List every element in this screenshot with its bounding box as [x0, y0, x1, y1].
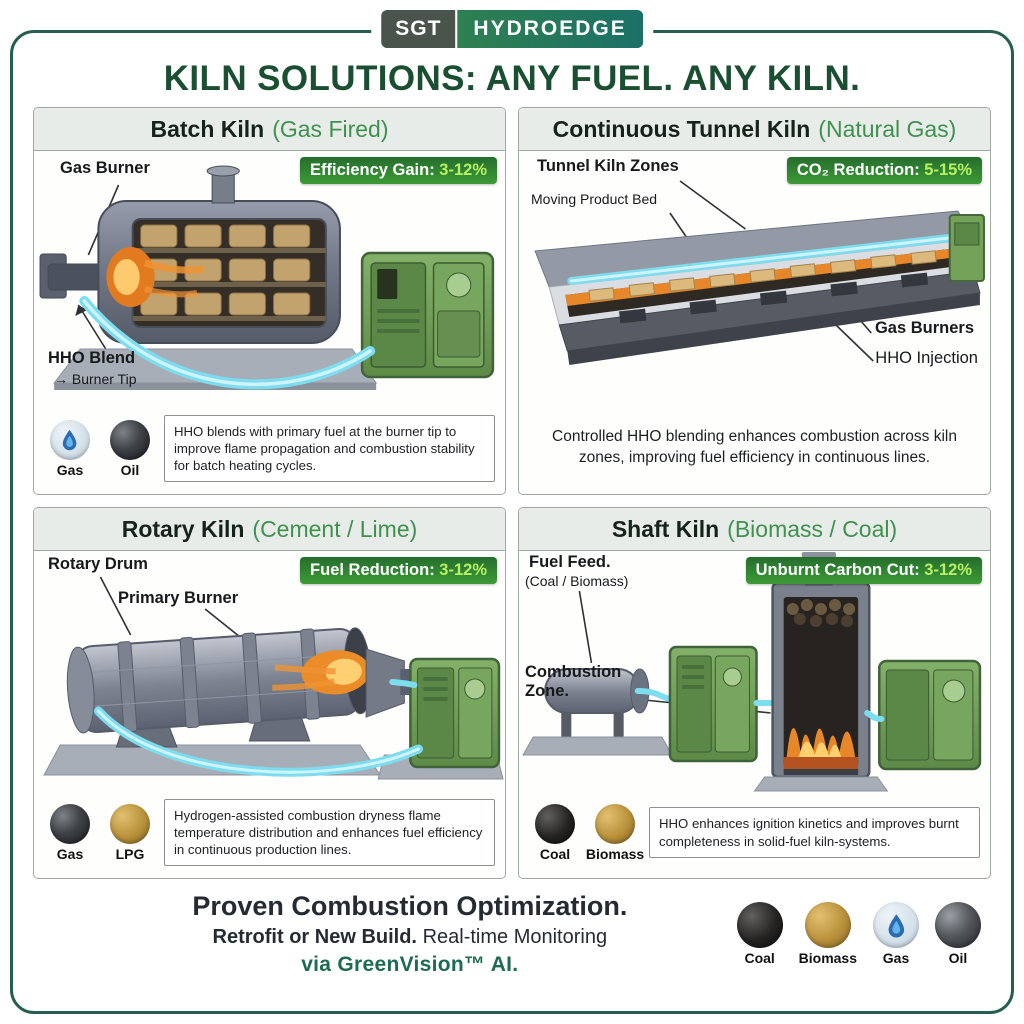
- biomass-icon: [595, 803, 635, 844]
- callout-hho-injection: HHO Injection: [875, 349, 978, 367]
- panel-tunnel-kiln: Continuous Tunnel Kiln (Natural Gas): [518, 107, 991, 495]
- callout-combustion-zone: Combustion Zone.: [525, 663, 622, 700]
- legend-label: Oil: [948, 950, 968, 966]
- badge-label: Unburnt Carbon Cut:: [755, 561, 920, 579]
- fuel-gas: Gas: [44, 419, 96, 478]
- co2-reduction-badge: CO₂ Reduction: 5-15%: [786, 157, 982, 184]
- footer: Proven Combustion Optimization. Retrofit…: [83, 891, 985, 977]
- fuel-label: Gas: [56, 461, 84, 478]
- page-title: KILN SOLUTIONS: ANY FUEL. ANY KILN.: [163, 59, 861, 98]
- shaft-panel-header: Shaft Kiln (Biomass / Coal): [519, 508, 990, 551]
- fuel-coal: Coal: [529, 803, 581, 862]
- callout-gas-burners: Gas Burners: [874, 319, 974, 337]
- oil-icon: [935, 902, 981, 948]
- shaft-illustration-area: Unburnt Carbon Cut: 3-12% Fuel Feed. (Co…: [519, 551, 990, 793]
- shaft-panel-title: Shaft Kiln: [611, 515, 720, 542]
- footer-line3: via GreenVision™ AI.: [301, 953, 519, 976]
- batch-kiln-illustration: [39, 165, 495, 390]
- callout-gas-burner: Gas Burner: [60, 159, 150, 177]
- callout-rotary-drum: Rotary Drum: [48, 555, 148, 573]
- badge-value: 5-15%: [924, 161, 972, 179]
- rotary-illustration-area: Fuel Reduction: 3-12% Rotary Drum Primar…: [34, 551, 505, 793]
- tunnel-kiln-illustration: [534, 180, 985, 365]
- gas-icon: [50, 803, 90, 844]
- poster-frame: KILN SOLUTIONS: ANY FUEL. ANY KILN. Batc…: [10, 30, 1014, 1014]
- brand-logo: SGT HYDROEDGE: [371, 10, 653, 48]
- legend-label: Gas: [882, 950, 910, 966]
- panel-batch-kiln: Batch Kiln (Gas Fired): [33, 107, 506, 495]
- callout-hho-blend: HHO Blend: [48, 349, 136, 367]
- fuel-oil: Oil: [104, 419, 156, 478]
- tunnel-illustration-area: CO₂ Reduction: 5-15% Tunnel Kiln Zones M…: [519, 151, 990, 409]
- badge-label: Efficiency Gain:: [310, 161, 435, 179]
- rotary-description: Hydrogen-assisted combustion dryness fla…: [164, 798, 495, 867]
- batch-description: HHO blends with primary fuel at the burn…: [164, 414, 495, 483]
- biomass-icon: [804, 902, 851, 948]
- batch-panel-title: Batch Kiln: [150, 115, 265, 142]
- coal-icon: [535, 803, 575, 844]
- legend-label: Biomass: [798, 950, 857, 966]
- fuel-gas: Gas: [44, 803, 96, 862]
- callout-fuel-feed-types: (Coal / Biomass): [525, 573, 629, 589]
- batch-panel-header: Batch Kiln (Gas Fired): [34, 108, 505, 151]
- unburnt-carbon-badge: Unburnt Carbon Cut: 3-12%: [745, 557, 982, 584]
- fuel-label: Coal: [539, 845, 571, 862]
- oil-icon: [110, 419, 150, 460]
- panel-rotary-kiln: Rotary Kiln (Cement / Lime): [33, 507, 506, 879]
- legend-coal: Coal: [736, 902, 783, 966]
- badge-value: 3-12%: [924, 561, 972, 579]
- fuel-label: Oil: [120, 461, 140, 478]
- fuel-label: Biomass: [585, 845, 645, 862]
- footer-line1: Proven Combustion Optimization.: [192, 891, 628, 921]
- footer-line2-regular: Real-time Monitoring: [422, 926, 608, 948]
- tunnel-panel-header: Continuous Tunnel Kiln (Natural Gas): [519, 108, 990, 151]
- batch-panel-subtitle: (Gas Fired): [272, 115, 389, 142]
- badge-label: Fuel Reduction:: [310, 561, 435, 579]
- fuel-label: Gas: [56, 845, 84, 862]
- shaft-description: HHO enhances ignition kinetics and impro…: [649, 807, 980, 858]
- shaft-kiln-illustration: [522, 552, 982, 792]
- callout-fuel-feed: Fuel Feed.: [529, 553, 611, 571]
- shaft-description-row: Coal Biomass HHO enhances ignition kinet…: [519, 793, 990, 878]
- panel-shaft-kiln: Shaft Kiln (Biomass / Coal): [518, 507, 991, 879]
- gas-flame-icon: [50, 419, 90, 460]
- rotary-panel-title: Rotary Kiln: [121, 515, 245, 542]
- gas-flame-icon: [873, 902, 919, 948]
- efficiency-gain-badge: Efficiency Gain: 3-12%: [300, 157, 497, 184]
- lpg-icon: [110, 803, 150, 844]
- footer-text: Proven Combustion Optimization. Retrofit…: [83, 891, 737, 977]
- tunnel-description: Controlled HHO blending enhances combust…: [552, 427, 957, 466]
- batch-description-row: Gas Oil HHO blends with primary fuel at …: [34, 409, 505, 494]
- badge-value: 3-12%: [439, 561, 487, 579]
- footer-line2-bold: Retrofit or New Build.: [212, 926, 417, 948]
- footer-fuel-legend: Coal Biomass Gas Oil: [736, 902, 985, 966]
- fuel-reduction-badge: Fuel Reduction: 3-12%: [300, 557, 497, 584]
- fuel-lpg: LPG: [104, 803, 156, 862]
- legend-biomass: Biomass: [799, 902, 857, 966]
- shaft-panel-subtitle: (Biomass / Coal): [727, 515, 898, 542]
- fuel-label: LPG: [115, 845, 145, 862]
- brand-sgt-mark: SGT: [381, 10, 456, 48]
- badge-value: 3-12%: [439, 161, 487, 179]
- rotary-panel-header: Rotary Kiln (Cement / Lime): [34, 508, 505, 551]
- coal-icon: [736, 902, 783, 948]
- panel-grid: Batch Kiln (Gas Fired): [33, 107, 991, 879]
- legend-oil: Oil: [935, 902, 981, 966]
- brand-hydroedge-mark: HYDROEDGE: [455, 10, 643, 48]
- callout-burner-tip: → Burner Tip: [54, 371, 137, 387]
- tunnel-panel-title: Continuous Tunnel Kiln: [552, 115, 811, 142]
- rotary-panel-subtitle: (Cement / Lime): [252, 515, 418, 542]
- callout-tunnel-zones: Tunnel Kiln Zones: [537, 157, 679, 175]
- badge-label: CO₂ Reduction:: [796, 161, 920, 179]
- rotary-description-row: Gas LPG Hydrogen-assisted combustion dry…: [34, 793, 505, 878]
- fuel-biomass: Biomass: [585, 803, 645, 862]
- footer-line2: Retrofit or New Build. Real-time Monitor…: [83, 926, 737, 949]
- batch-illustration-area: Efficiency Gain: 3-12% Gas Burner HHO Bl…: [34, 151, 505, 409]
- tunnel-panel-subtitle: (Natural Gas): [818, 115, 957, 142]
- legend-label: Coal: [744, 950, 775, 966]
- callout-primary-burner: Primary Burner: [118, 589, 239, 607]
- callout-moving-bed: Moving Product Bed: [531, 191, 658, 207]
- rotary-kiln-illustration: [43, 576, 504, 780]
- legend-gas: Gas: [873, 902, 919, 966]
